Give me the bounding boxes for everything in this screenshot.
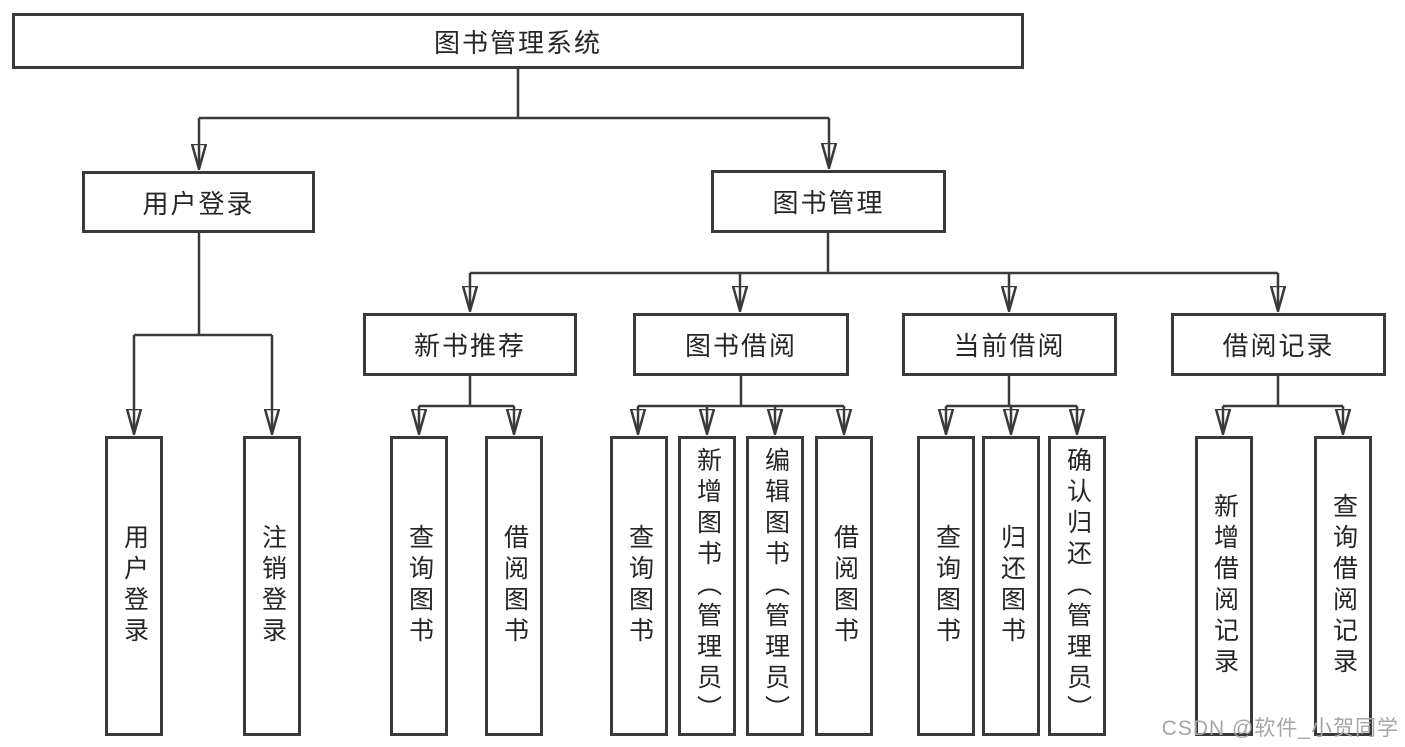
node-current-borrowing: 当前借阅 bbox=[902, 313, 1117, 376]
leaf-current-confirm-return-admin: 确认归还（管理员） bbox=[1048, 436, 1106, 736]
node-user-login: 用户登录 bbox=[82, 171, 315, 233]
leaf-records-add-borrow-record: 新增借阅记录 bbox=[1195, 436, 1253, 736]
connector-root-to-branches bbox=[199, 69, 829, 168]
leaf-current-query-books: 查询图书 bbox=[917, 436, 975, 736]
node-borrow-records: 借阅记录 bbox=[1171, 313, 1386, 376]
connector-user-login-to-leaves bbox=[134, 233, 272, 433]
connector-borrow-records-to-leaves bbox=[1223, 376, 1343, 433]
node-library-management-system: 图书管理系统 bbox=[12, 13, 1024, 69]
node-book-borrowing: 图书借阅 bbox=[633, 313, 849, 376]
leaf-user-login: 用户登录 bbox=[105, 436, 163, 736]
connector-current-borrowing-to-leaves bbox=[946, 376, 1077, 433]
leaf-current-return-books: 归还图书 bbox=[982, 436, 1040, 736]
node-new-book-recommend: 新书推荐 bbox=[363, 313, 577, 376]
leaf-newbook-borrow-books: 借阅图书 bbox=[485, 436, 543, 736]
leaf-borrowing-query-books: 查询图书 bbox=[610, 436, 668, 736]
connector-book-management-to-groups bbox=[470, 233, 1278, 310]
leaf-borrowing-add-books-admin: 新增图书（管理员） bbox=[678, 436, 736, 736]
node-book-management: 图书管理 bbox=[711, 170, 946, 233]
csdn-watermark: CSDN @软件_小贺同学 bbox=[1161, 717, 1399, 740]
connector-new-book-recommend-to-leaves bbox=[419, 376, 514, 433]
leaf-borrowing-borrow-books: 借阅图书 bbox=[815, 436, 873, 736]
leaf-records-query-borrow-record: 查询借阅记录 bbox=[1314, 436, 1372, 736]
leaf-borrowing-edit-books-admin: 编辑图书（管理员） bbox=[746, 436, 804, 736]
leaf-logout: 注销登录 bbox=[243, 436, 301, 736]
connector-book-borrowing-to-leaves bbox=[638, 376, 844, 433]
leaf-newbook-query-books: 查询图书 bbox=[390, 436, 448, 736]
